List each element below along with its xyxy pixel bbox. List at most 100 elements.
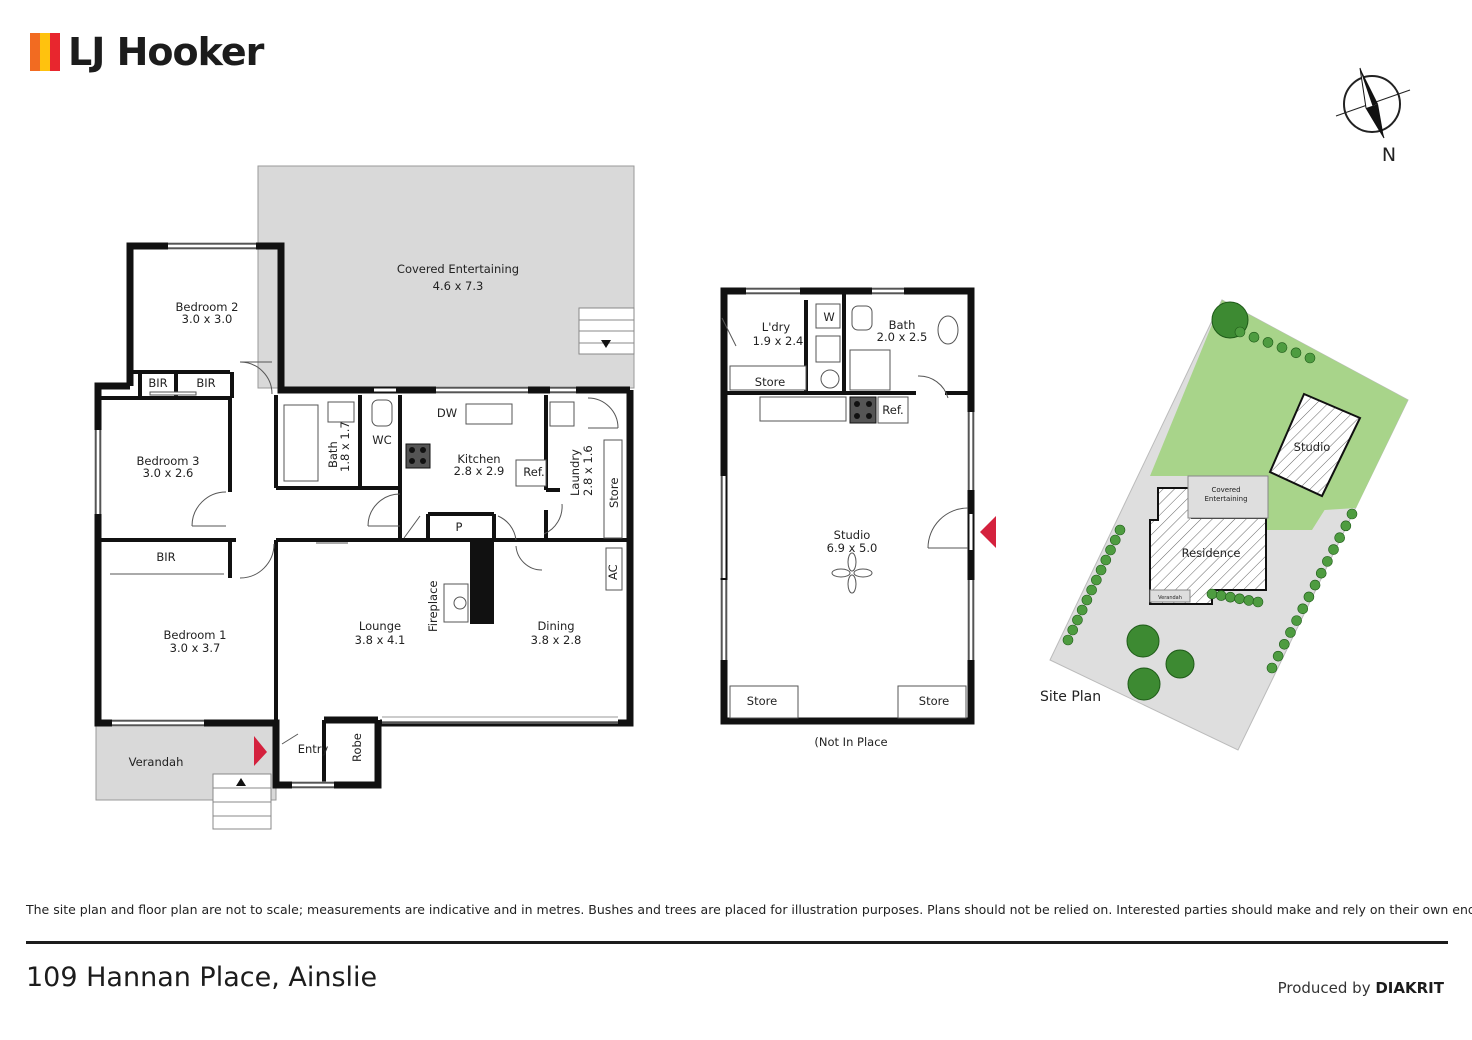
producer-credit: Produced by DIAKRIT (1278, 979, 1444, 997)
bush (1266, 662, 1278, 674)
label-entry: Entry (298, 742, 329, 756)
studio-room-name-studio: Studio (834, 528, 871, 542)
room-dims-kitchen: 2.8 x 2.9 (454, 464, 505, 478)
studio-room-dims-bath: 2.0 x 2.5 (877, 330, 928, 344)
site-label-studio: Studio (1294, 440, 1331, 454)
studio-label-store-3: Store (919, 694, 949, 708)
studio-label-w: W (823, 310, 834, 324)
label-pantry: P (456, 520, 463, 534)
bush (1234, 326, 1246, 338)
bush (1062, 634, 1074, 646)
brand-logo: LJ Hooker (30, 30, 264, 74)
bush (1081, 594, 1093, 606)
bush (1243, 595, 1255, 606)
compass-icon: N (1335, 67, 1411, 166)
label-fireplace: Fireplace (426, 581, 440, 632)
covered-entertaining-area (257, 165, 635, 389)
residence-plan: Covered Entertaining 4.6 x 7.3 Bedroom 2… (94, 165, 635, 830)
disclaimer-text: The site plan and floor plan are not to … (26, 902, 1472, 917)
room-name-bedroom-3: Bedroom 3 (137, 454, 200, 468)
bush (1252, 596, 1264, 608)
bush (1105, 544, 1116, 556)
bush (1272, 650, 1284, 662)
studio-room-dims-studio: 6.9 x 5.0 (827, 541, 878, 555)
label-ac: AC (606, 564, 620, 580)
bush (1290, 347, 1302, 359)
studio-outer-walls (720, 287, 975, 725)
room-name-kitchen: Kitchen (457, 452, 500, 466)
residence-windows (96, 244, 618, 787)
room-dims-laundry: 2.8 x 1.6 (581, 445, 595, 496)
label-bir-3: BIR (156, 550, 175, 564)
bush (1334, 532, 1345, 543)
studio-entry-arrow-icon (980, 516, 996, 548)
brand-name: LJ Hooker (68, 30, 264, 74)
bush (1114, 524, 1126, 536)
producer-name: DIAKRIT (1375, 979, 1444, 997)
label-store: Store (607, 478, 621, 508)
bush (1322, 556, 1333, 567)
studio-note: (Not In Place (814, 735, 887, 749)
cooktop-icon (405, 443, 431, 469)
room-dims-bedroom-3: 3.0 x 2.6 (143, 466, 194, 480)
label-wc: WC (372, 433, 391, 447)
bush (1095, 564, 1107, 576)
logo-bars-icon (30, 33, 60, 71)
bush (1340, 520, 1352, 532)
label-bir-1: BIR (148, 376, 167, 390)
room-name-dining: Dining (537, 619, 574, 633)
room-name-bedroom-1: Bedroom 1 (164, 628, 227, 642)
footer-divider (26, 941, 1448, 944)
bush (1215, 590, 1227, 601)
bush (1279, 639, 1290, 650)
studio-room-name-bath: Bath (889, 318, 916, 332)
bush (1297, 603, 1309, 615)
bush (1248, 331, 1260, 343)
room-name-laundry: Laundry (568, 449, 582, 496)
site-label-covered-2: Entertaining (1204, 495, 1247, 503)
site-studio-block (1268, 392, 1362, 498)
room-dims-dining: 3.8 x 2.8 (531, 633, 582, 647)
room-name-bedroom-2: Bedroom 2 (176, 300, 239, 314)
bush (1234, 593, 1245, 605)
bush (1109, 534, 1121, 546)
bush (1086, 584, 1097, 596)
bush (1304, 352, 1316, 364)
site-label-covered-1: Covered (1211, 486, 1240, 494)
site-plan: Studio Covered Entertaining Residence Ve… (1040, 299, 1409, 751)
site-bushes (1062, 326, 1358, 674)
room-dims-covered: 4.6 x 7.3 (433, 279, 484, 293)
bush (1285, 627, 1296, 638)
site-label-residence: Residence (1182, 546, 1241, 560)
site-lawn (1150, 300, 1408, 514)
produced-by-label: Produced by (1277, 979, 1371, 997)
entry-arrow-icon (254, 736, 267, 766)
ceiling-fan-icon (831, 552, 873, 594)
label-bir-2: BIR (196, 376, 215, 390)
bush (1309, 579, 1321, 591)
bush (1346, 508, 1358, 520)
label-ref: Ref. (523, 465, 544, 479)
room-dims-bath: 1.8 x 1.7 (338, 421, 352, 472)
bush (1328, 544, 1339, 555)
bush (1315, 567, 1327, 579)
room-dims-bedroom-2: 3.0 x 3.0 (182, 312, 233, 326)
property-address: 109 Hannan Place, Ainslie (26, 962, 378, 993)
bush (1100, 554, 1112, 566)
studio-label-store-1: Store (755, 375, 785, 389)
studio-label-ref: Ref. (882, 403, 903, 417)
label-verandah: Verandah (129, 755, 184, 769)
bush (1072, 614, 1083, 626)
residence-door-swings (191, 361, 619, 745)
studio-plan: L'dry 1.9 x 2.4 W Store Bath 2.0 x 2.5 R… (720, 287, 996, 749)
site-plan-title: Site Plan (1040, 689, 1101, 705)
room-name-covered: Covered Entertaining (397, 262, 519, 276)
studio-room-dims-ldry: 1.9 x 2.4 (753, 334, 804, 348)
bush (1291, 615, 1302, 626)
label-robe: Robe (350, 733, 364, 762)
room-dims-bedroom-1: 3.0 x 3.7 (170, 641, 221, 655)
bush (1303, 591, 1315, 603)
compass-north-label: N (1382, 144, 1396, 166)
fireplace-chimney (470, 540, 494, 624)
